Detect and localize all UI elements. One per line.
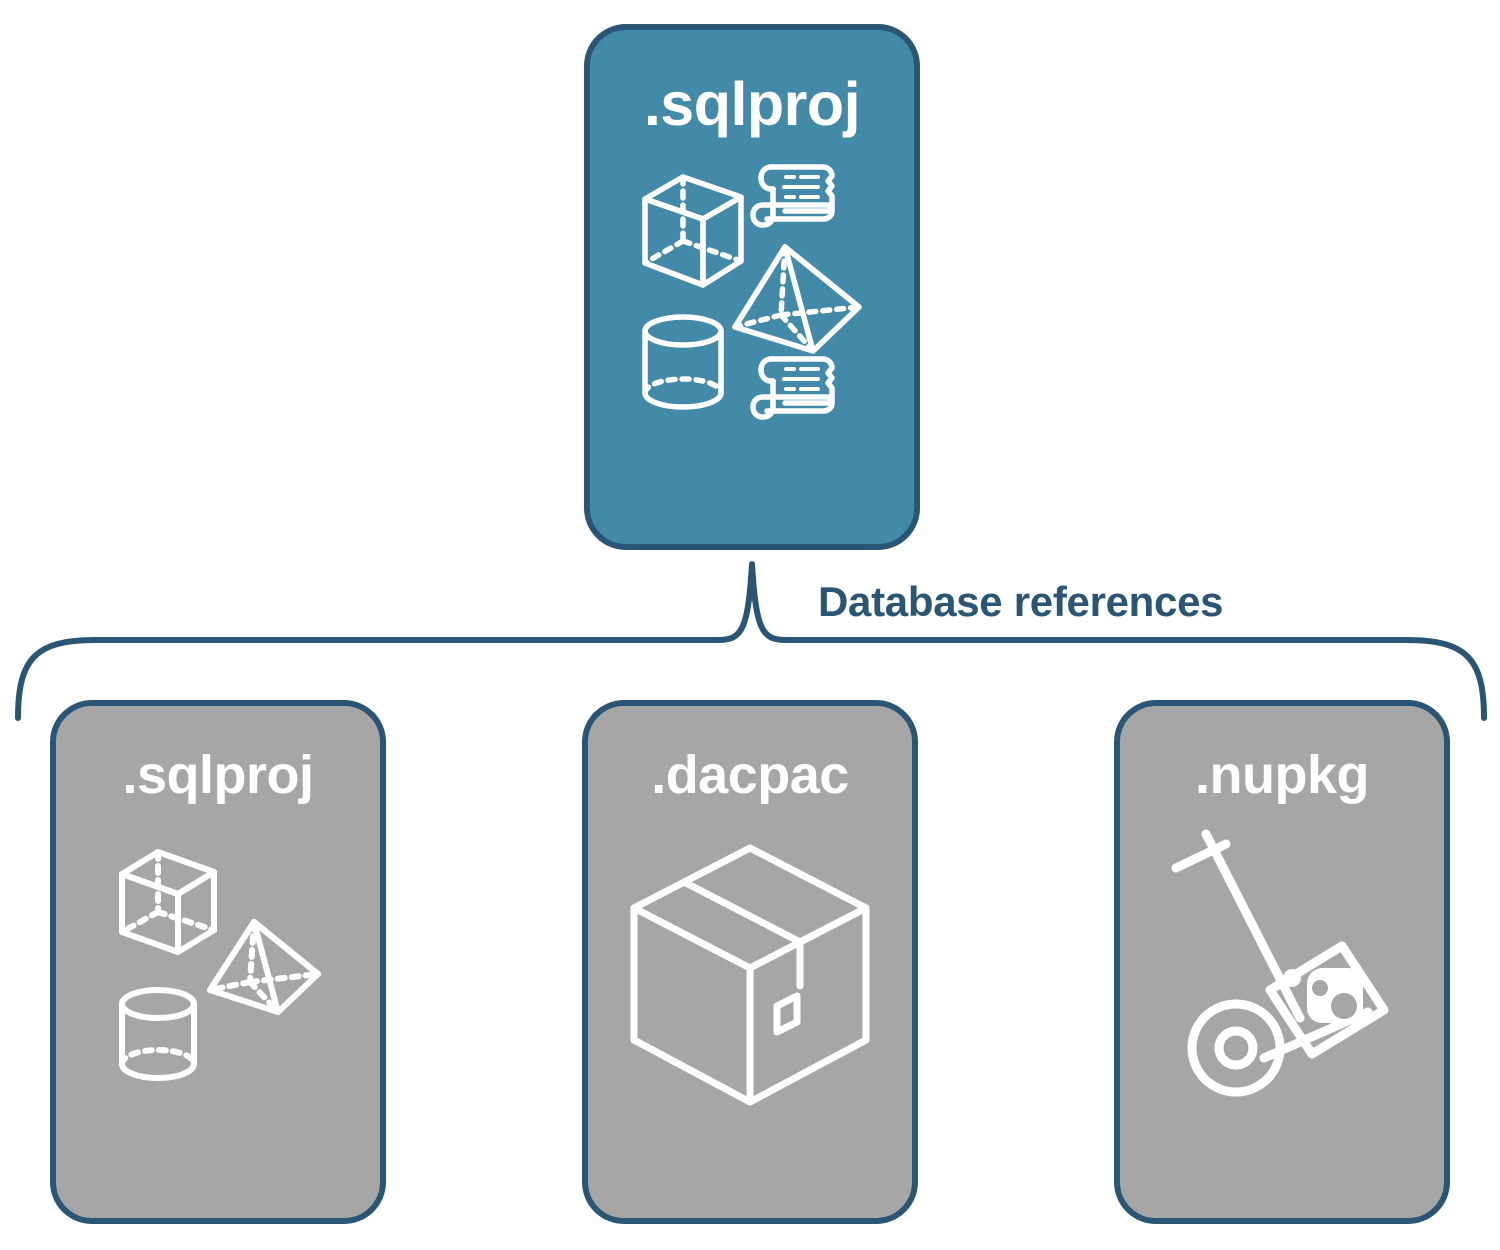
cylinder-wireframe-icon [642,314,724,410]
cylinder-wireframe-icon [119,987,197,1081]
bracket-label: Database references [818,578,1224,625]
card-root-sqlproj[interactable]: .sqlproj [584,24,920,550]
card-child-dacpac-icon-group [620,826,880,1126]
card-child-nupkg-icon-group [1152,826,1412,1126]
cube-wireframe-icon [642,174,744,288]
card-root-icon-group [637,153,867,433]
scroll-script-icon [750,356,835,420]
scroll-script-icon [750,164,835,228]
pyramid-wireframe-icon [732,244,862,354]
hand-truck-nuget-package-icon [1171,829,1389,1097]
card-child-dacpac[interactable]: .dacpac [582,700,918,1224]
shipping-box-icon [630,844,870,1106]
cube-wireframe-icon [119,849,217,955]
card-child-nupkg-title: .nupkg [1195,745,1369,805]
pyramid-wireframe-icon [207,919,321,1015]
card-child-sqlproj[interactable]: .sqlproj [50,700,386,1224]
card-child-dacpac-title: .dacpac [651,745,849,805]
card-root-title: .sqlproj [643,70,861,138]
card-child-nupkg[interactable]: .nupkg [1114,700,1450,1224]
card-child-sqlproj-title: .sqlproj [122,745,314,805]
bracket-path [15,561,1487,721]
card-child-sqlproj-icon-group [88,826,348,1126]
